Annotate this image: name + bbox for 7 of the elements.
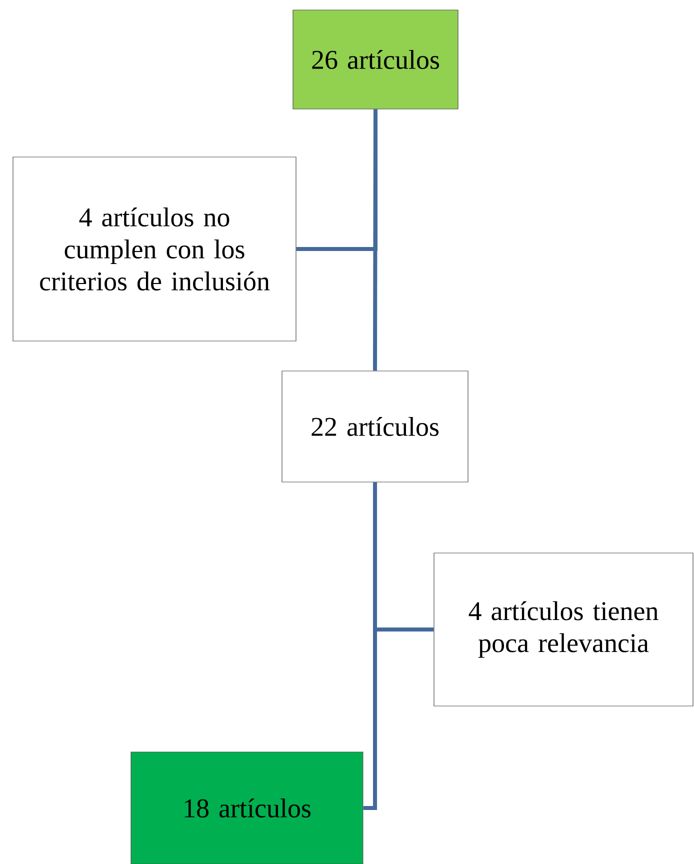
connector-line bbox=[373, 109, 378, 371]
step-box: 4 artículos tienen poca relevancia bbox=[434, 552, 694, 706]
start-box: 26 artículos bbox=[292, 10, 458, 110]
connector-line bbox=[363, 482, 377, 810]
result-box: 18 artículos bbox=[130, 752, 364, 864]
step-box: 4 artículos no cumplen con los criterios de inclusión bbox=[12, 156, 296, 342]
step-box: 22 artículos bbox=[282, 370, 468, 482]
